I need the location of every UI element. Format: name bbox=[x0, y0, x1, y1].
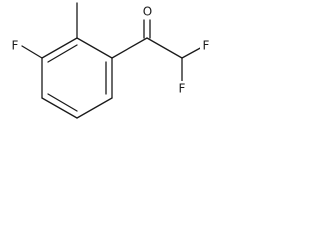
ring-bond-c2-c3 bbox=[41, 37, 78, 59]
fluorine-lower-text: F bbox=[179, 82, 186, 96]
benzene-ring bbox=[41, 37, 113, 119]
ring-to-carbonyl-bond bbox=[111, 37, 148, 59]
ring-bond-c1-c2 bbox=[76, 37, 113, 59]
ring-bond-c5-c6 bbox=[76, 97, 113, 119]
oxygen-text: O bbox=[143, 5, 152, 19]
atom-label-lower-fluorine: F bbox=[176, 81, 188, 96]
atom-label-upper-fluorine: F bbox=[200, 38, 212, 53]
carbonyl-to-chf2-bond bbox=[146, 37, 183, 59]
ring-bond-c4-c5 bbox=[41, 97, 78, 119]
ring-fluorine-bond bbox=[21, 45, 43, 59]
ring-double-bond-inner-lower-left bbox=[47, 93, 78, 112]
atom-label-ring-fluorine: F bbox=[9, 38, 21, 53]
fluorine-upper-text: F bbox=[203, 39, 210, 53]
atom-label-oxygen: O bbox=[141, 4, 154, 19]
ring-double-bond-inner-upper-left bbox=[47, 44, 78, 63]
molecule-structure: F O F F bbox=[9, 2, 212, 119]
fluorine-ring-text: F bbox=[12, 39, 19, 53]
